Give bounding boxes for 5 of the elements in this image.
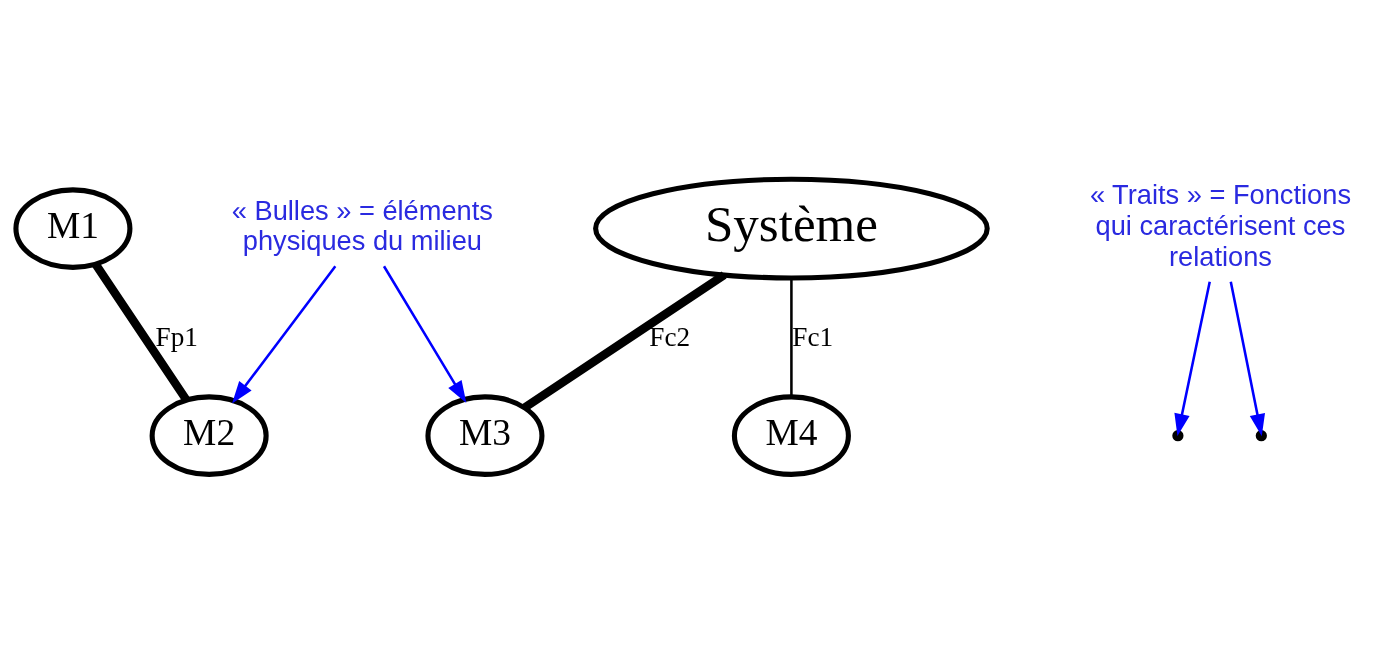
node-text: « Bulles » = éléments physiques du milieu: [231, 194, 493, 256]
edge-label: Fc1: [792, 321, 834, 352]
node-text: « Traits » = Fonctions qui caractérisent ces relations: [1089, 178, 1352, 272]
edge-label: Fc2: [649, 321, 691, 352]
edge-label: Fp1: [155, 321, 198, 352]
